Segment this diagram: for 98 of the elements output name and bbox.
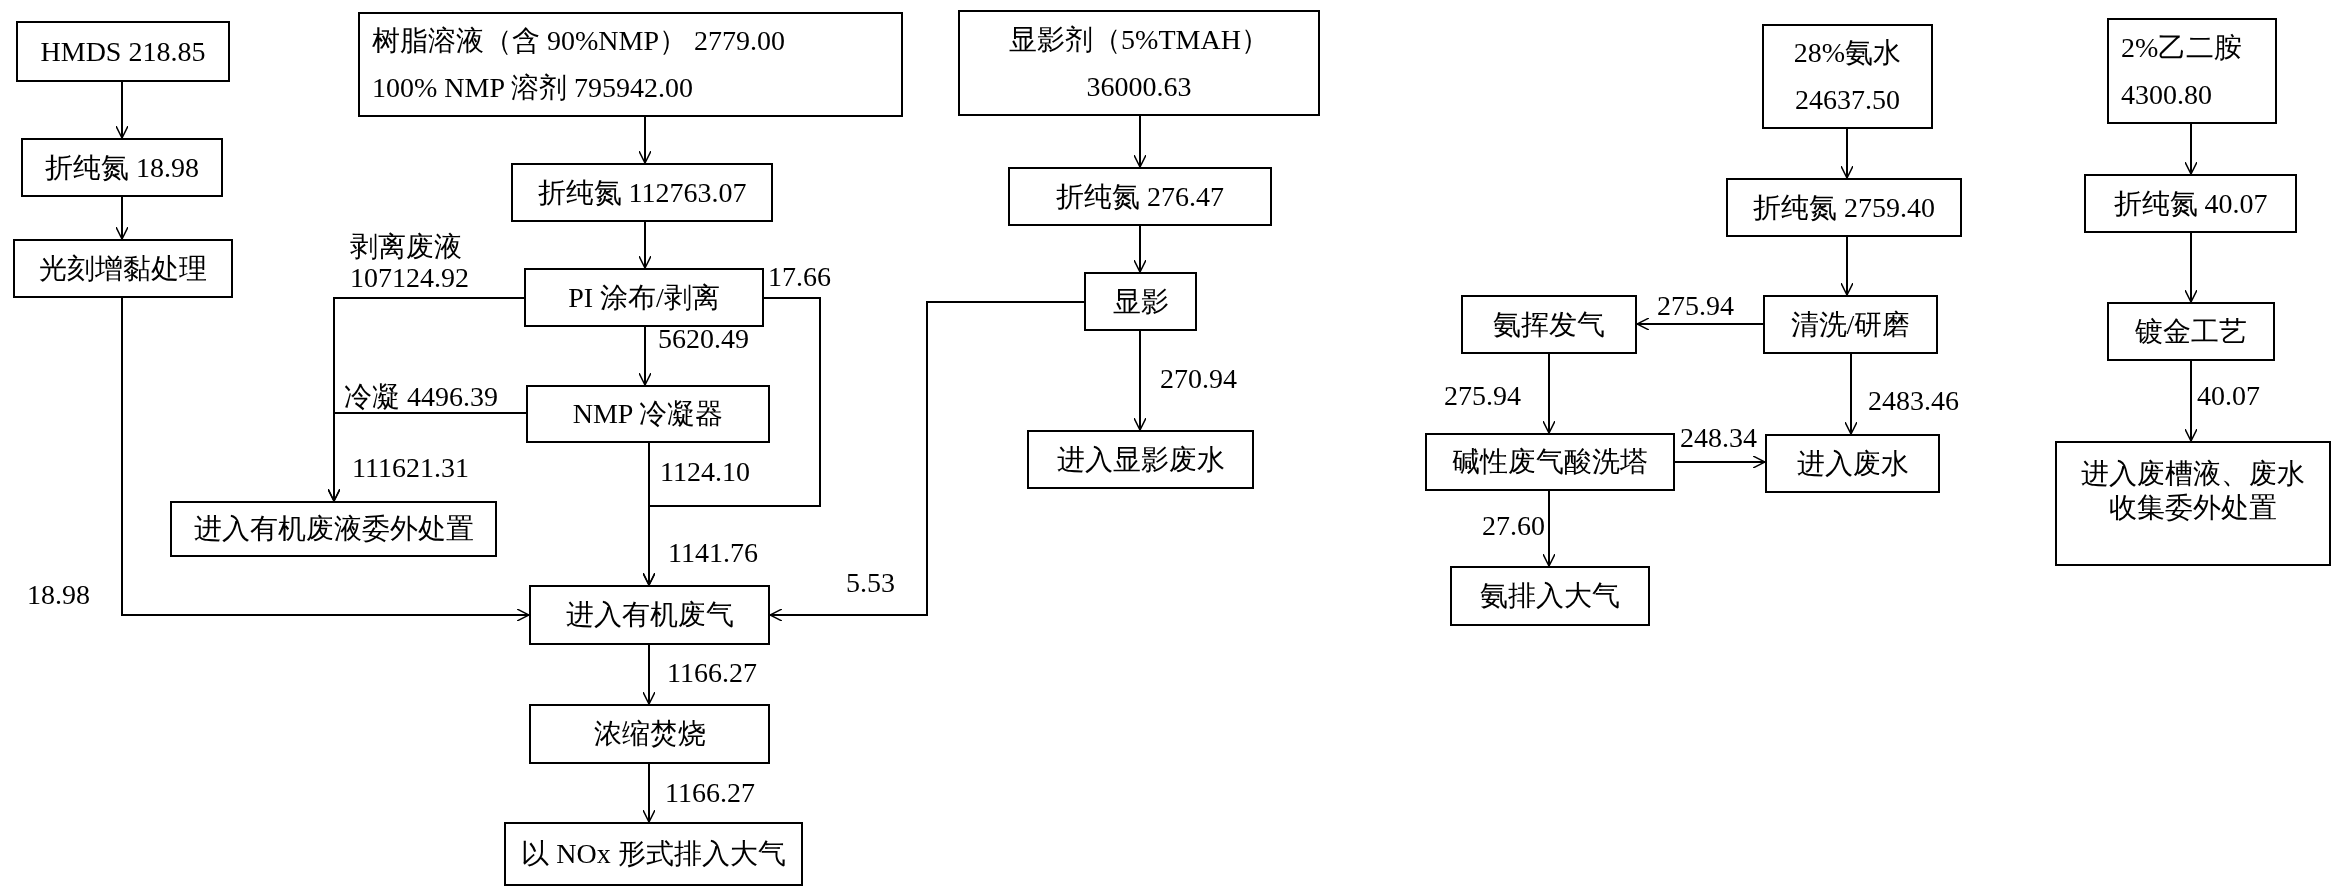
process-box (1461, 295, 1637, 354)
edge-label: 248.34 (1680, 423, 1757, 454)
process-box (1425, 433, 1675, 491)
process-box (1450, 566, 1650, 626)
process-box (1726, 178, 1962, 237)
edge-label: 剥离废液 107124.92 (350, 232, 470, 294)
arrow (121, 297, 530, 622)
box-text: 树脂溶液（含 90%NMP） 2779.00 (372, 24, 785, 59)
arrow (1674, 455, 1766, 469)
arrow (1840, 236, 1854, 296)
arrow (115, 196, 129, 240)
arrow (638, 326, 652, 386)
arrow (638, 221, 652, 269)
box-text: 光刻增黏处理 (39, 251, 207, 286)
arrow (638, 116, 652, 164)
flow-value: 111621.31 (352, 453, 469, 484)
process-box (1008, 167, 1272, 226)
edge-label: 1166.27 (665, 778, 755, 809)
edge-label: 40.07 (2197, 381, 2260, 412)
box-text: 28%氨水 (1793, 36, 1902, 71)
edge-label: 5620.49 (658, 324, 749, 355)
edge-label: 17.66 (768, 262, 831, 293)
edge-label: 1166.27 (667, 658, 757, 689)
process-box (2107, 302, 2275, 361)
box-text: 进入废槽液、废水收集委外处置 (2080, 457, 2306, 525)
process-box (2084, 174, 2297, 233)
box-text: 进入废水 (1796, 446, 1909, 481)
flow-value: 1141.76 (668, 538, 758, 569)
box-text: 进入有机废液委外处置 (193, 512, 474, 546)
box-text: 碱性废气酸洗塔 (1452, 445, 1648, 479)
box-text: 折纯氮 18.98 (45, 150, 199, 185)
process-box (16, 21, 230, 82)
process-box (2107, 18, 2277, 124)
process-box (511, 163, 773, 222)
arrow (1133, 330, 1147, 431)
arrow (1840, 128, 1854, 179)
box-text: HMDS 218.85 (40, 34, 206, 69)
box-text: 折纯氮 2759.40 (1753, 190, 1935, 225)
process-box (1765, 434, 1940, 493)
arrow (1636, 317, 1764, 331)
arrow (327, 412, 527, 502)
arrow (1133, 115, 1147, 168)
arrow (1542, 490, 1556, 567)
arrow (1133, 225, 1147, 273)
box-text: 进入显影废水 (1056, 442, 1225, 477)
process-box (524, 268, 764, 327)
process-box (2055, 441, 2331, 566)
box-text: 显影 (1112, 284, 1169, 319)
box-text: 100% NMP 溶剂 795942.00 (372, 70, 693, 105)
box-text: 2%乙二胺 (2121, 30, 2243, 65)
edge-label: 275.94 (1444, 381, 1521, 412)
edge-label: 275.94 (1657, 291, 1734, 322)
box-text: NMP 冷凝器 (572, 397, 724, 431)
arrow (2184, 123, 2198, 175)
process-box (358, 12, 903, 117)
edge-label: 27.60 (1482, 511, 1545, 542)
arrow (642, 763, 656, 823)
process-box (526, 385, 770, 443)
process-box (529, 704, 770, 764)
box-text: 折纯氮 112763.07 (537, 175, 747, 210)
edge-label: 冷凝 4496.39 (344, 382, 498, 413)
process-box (504, 822, 803, 886)
arrow (2184, 360, 2198, 442)
process-box (13, 239, 233, 298)
box-text: 显影剂（5%TMAH） (1009, 22, 1269, 57)
edge-label: 270.94 (1160, 364, 1237, 395)
process-box (1084, 272, 1197, 331)
process-box (170, 501, 497, 557)
box-text: PI 涂布/剥离 (568, 280, 720, 315)
edge-label: 2483.46 (1868, 386, 1959, 417)
box-text: 进入有机废气 (565, 598, 734, 632)
box-text: 36000.63 (1086, 69, 1192, 104)
box-text: 清洗/研磨 (1790, 307, 1911, 342)
arrow (1844, 353, 1858, 435)
arrow (642, 442, 656, 586)
process-box (1027, 430, 1254, 489)
box-text: 镀金工艺 (2135, 314, 2247, 349)
arrow (115, 81, 129, 139)
process-box (1762, 24, 1933, 129)
box-text: 氨排入大气 (1480, 579, 1620, 613)
box-text: 24637.50 (1795, 82, 1900, 117)
arrow (2184, 232, 2198, 303)
box-text: 浓缩焚烧 (593, 717, 706, 751)
arrow (1542, 353, 1556, 434)
edge-label: 5.53 (846, 568, 895, 599)
edge-label: 1124.10 (660, 457, 750, 488)
box-text: 折纯氮 40.07 (2113, 186, 2268, 221)
box-text: 折纯氮 276.47 (1056, 179, 1224, 214)
arrow (769, 301, 1085, 622)
process-box (1763, 295, 1938, 354)
process-box (529, 585, 770, 645)
process-box (958, 10, 1320, 116)
edge-label: 18.98 (27, 580, 90, 611)
process-box (21, 138, 223, 197)
box-text: 以 NOx 形式排入大气 (521, 837, 786, 871)
box-text: 4300.80 (2121, 77, 2212, 112)
arrow (642, 644, 656, 705)
box-text: 氨挥发气 (1493, 307, 1605, 342)
